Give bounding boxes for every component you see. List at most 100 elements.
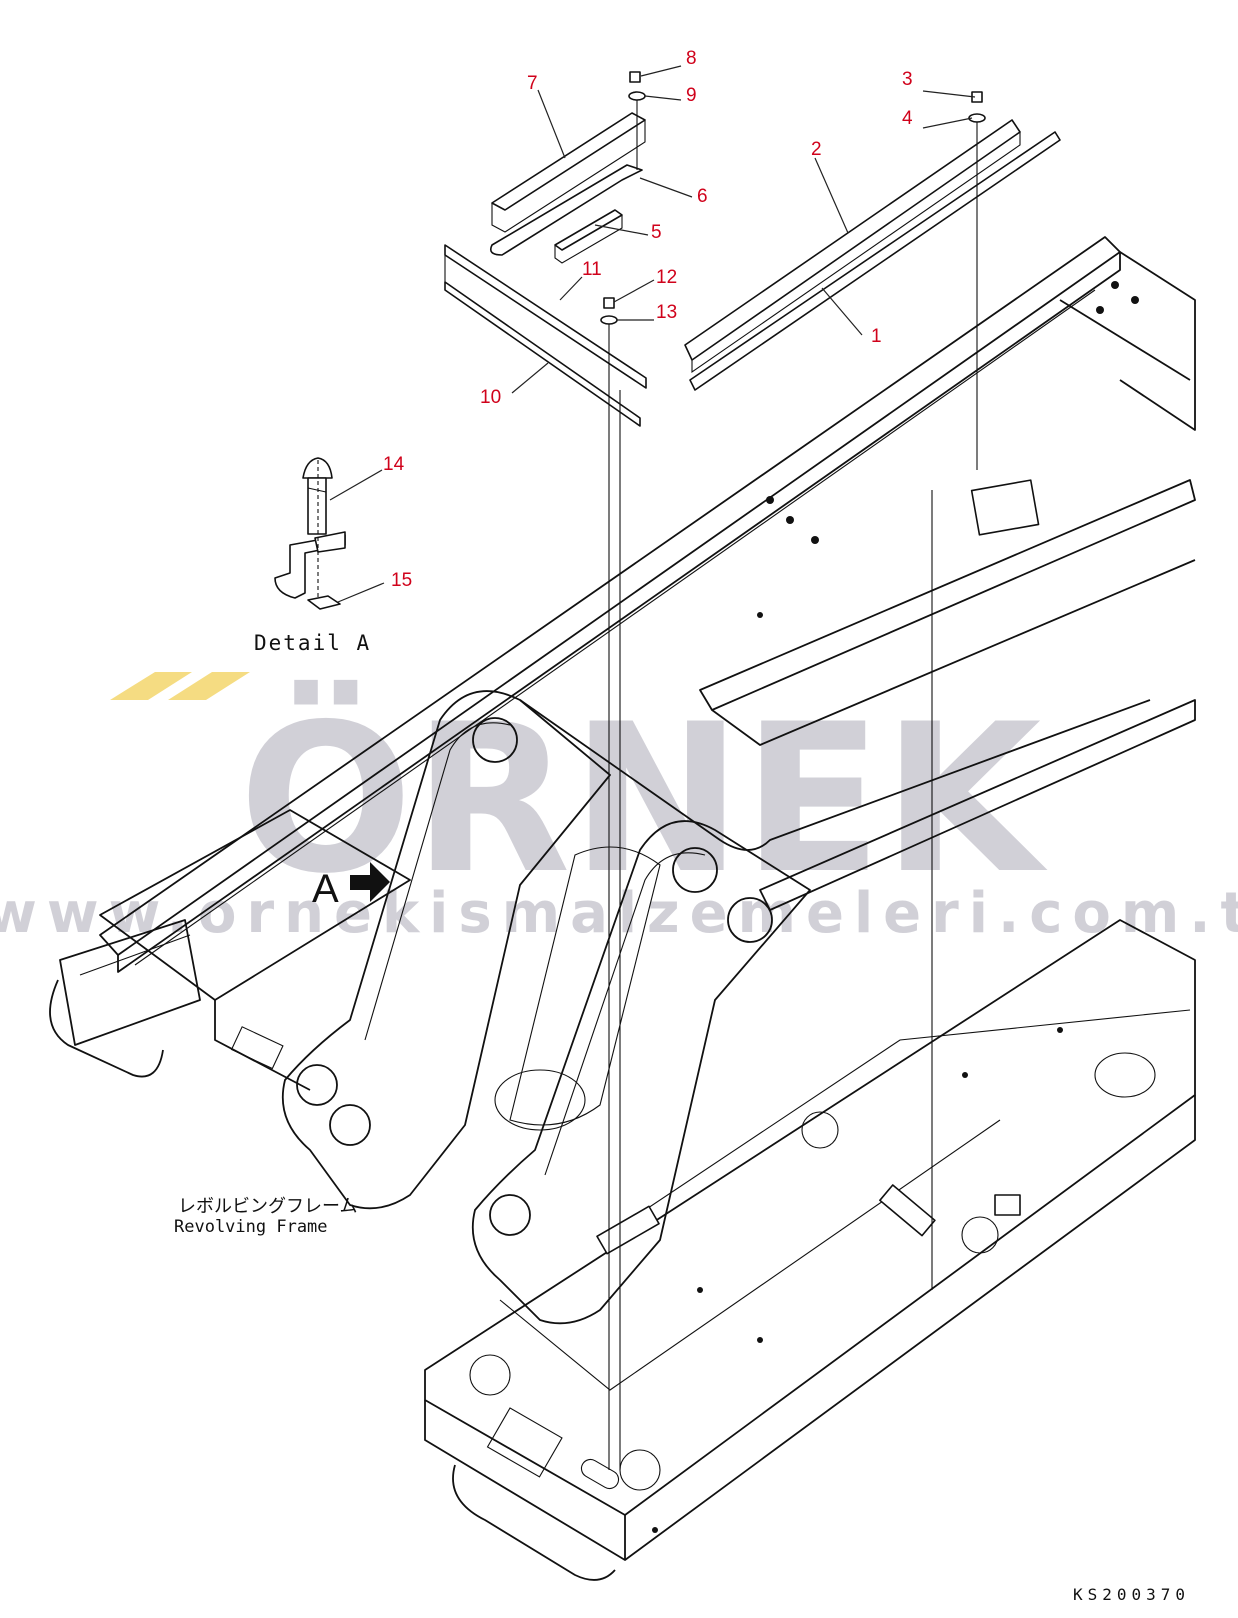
- frame-rail-block-2: [879, 1184, 936, 1237]
- callout-11[interactable]: 11: [582, 259, 602, 280]
- boom-pin-hole-left-low: [296, 1064, 338, 1106]
- frame-base-inner: [499, 1119, 1001, 1391]
- bolt-dot: [1131, 296, 1139, 304]
- boom-pin-hole-right-low: [489, 1194, 531, 1236]
- bolt-dot: [962, 1072, 968, 1078]
- frame-hole-3: [801, 1111, 839, 1149]
- frame-tail-handle: [452, 1464, 616, 1581]
- revolving-frame: [49, 236, 1196, 1581]
- callout-12[interactable]: 12: [656, 267, 677, 288]
- view-marker-letter: A: [312, 867, 339, 911]
- part-14-bolt-thread: [307, 487, 327, 493]
- watermark-accent-left: [110, 672, 192, 700]
- part-2-rail-side: [691, 132, 1021, 374]
- bolt-dot: [786, 516, 794, 524]
- leader-2: [814, 157, 849, 234]
- part-9-washer: [628, 91, 646, 101]
- frame-mid-beam: [699, 479, 1196, 711]
- frame-tail-slot: [486, 1407, 563, 1478]
- callout-15[interactable]: 15: [391, 570, 412, 591]
- part-6-plate: [489, 164, 643, 256]
- frame-center-opening: [509, 846, 661, 1126]
- frame-cross-plate: [519, 699, 1151, 851]
- leader-4: [922, 117, 973, 129]
- callout-3[interactable]: 3: [902, 69, 913, 90]
- callout-7[interactable]: 7: [527, 73, 538, 94]
- frame-rail-block: [596, 1205, 660, 1255]
- view-arrow-a: A: [312, 862, 390, 911]
- bolt-dot: [757, 1337, 763, 1343]
- frame-hole-4: [961, 1216, 999, 1254]
- leader-7: [537, 89, 566, 159]
- callout-2[interactable]: 2: [811, 139, 822, 160]
- frame-base-side: [424, 1095, 1196, 1561]
- frame-rail-edge: [134, 289, 1096, 966]
- bolt-dot: [1111, 281, 1119, 289]
- frame-step-tread: [59, 919, 201, 1046]
- part-13-washer: [600, 315, 618, 325]
- leader-9: [644, 95, 682, 101]
- frame-left-rail-side: [117, 252, 1121, 973]
- leader-8: [640, 65, 682, 77]
- callout-1[interactable]: 1: [871, 326, 882, 347]
- boom-pin-hole-left-low2: [329, 1104, 371, 1146]
- view-arrow-icon: [350, 862, 390, 902]
- leader-15: [337, 582, 385, 603]
- frame-tail-slot-2: [580, 1458, 620, 1490]
- frame-step-grid: [79, 934, 191, 976]
- frame-step-handle: [49, 979, 164, 1078]
- drawing-code: KS200370: [1073, 1585, 1190, 1604]
- leader-6: [639, 177, 693, 198]
- callout-6[interactable]: 6: [697, 186, 708, 207]
- callout-9[interactable]: 9: [686, 85, 697, 106]
- frame-left-deck-side: [214, 1000, 311, 1091]
- frame-bolt-holes: [652, 281, 1139, 1533]
- boom-bracket-left: [281, 690, 611, 1210]
- frame-small-block: [994, 1194, 1021, 1216]
- frame-label-english: Revolving Frame: [174, 1217, 328, 1237]
- boom-pin-hole-right-mid: [727, 897, 773, 943]
- part-15-nut: [307, 595, 341, 610]
- part-11-angle: [444, 244, 647, 389]
- watermark-accent-right: [168, 672, 250, 700]
- frame-left-slot: [230, 1026, 284, 1070]
- boom-pin-hole-left-top: [472, 717, 518, 763]
- callout-13[interactable]: 13: [656, 302, 677, 323]
- frame-right-ledge: [1059, 299, 1191, 381]
- callout-8[interactable]: 8: [686, 48, 697, 69]
- assembly-lines: [608, 100, 978, 1470]
- part-10-angle: [444, 281, 641, 427]
- part-12-bolt-head: [603, 297, 615, 309]
- bolt-dot: [766, 496, 774, 504]
- part-7-block-side: [491, 120, 646, 233]
- frame-base-cross: [599, 1009, 1191, 1241]
- frame-hole-1: [469, 1354, 511, 1396]
- boom-bracket-right-edge: [544, 852, 706, 1176]
- leader-11: [559, 276, 583, 301]
- detail-a-clamp: [274, 457, 346, 610]
- hardware: [600, 71, 986, 325]
- boom-bracket-left-edge: [364, 722, 511, 1041]
- bolt-dot: [697, 1287, 703, 1293]
- detail-a-label: Detail A: [254, 631, 371, 655]
- callout-5[interactable]: 5: [651, 222, 662, 243]
- callout-10[interactable]: 10: [480, 387, 501, 408]
- part-8-bolt-head: [629, 71, 641, 83]
- exploded-parts: [444, 71, 1061, 1470]
- frame-mid-beam-side: [711, 559, 1196, 746]
- frame-bracket-block: [970, 479, 1040, 536]
- frame-swing-circle: [494, 1069, 586, 1131]
- callout-14[interactable]: 14: [383, 454, 405, 475]
- frame-hole-5: [1094, 1052, 1156, 1098]
- leader-3: [922, 90, 976, 98]
- bolt-dot: [757, 612, 763, 618]
- boom-bracket-right: [471, 820, 811, 1325]
- boom-pin-hole-right-top: [672, 847, 718, 893]
- leader-12: [613, 279, 655, 303]
- bolt-dot: [652, 1527, 658, 1533]
- callout-4[interactable]: 4: [902, 108, 913, 129]
- part-7-block: [491, 112, 646, 211]
- frame-right-upper: [1119, 251, 1196, 431]
